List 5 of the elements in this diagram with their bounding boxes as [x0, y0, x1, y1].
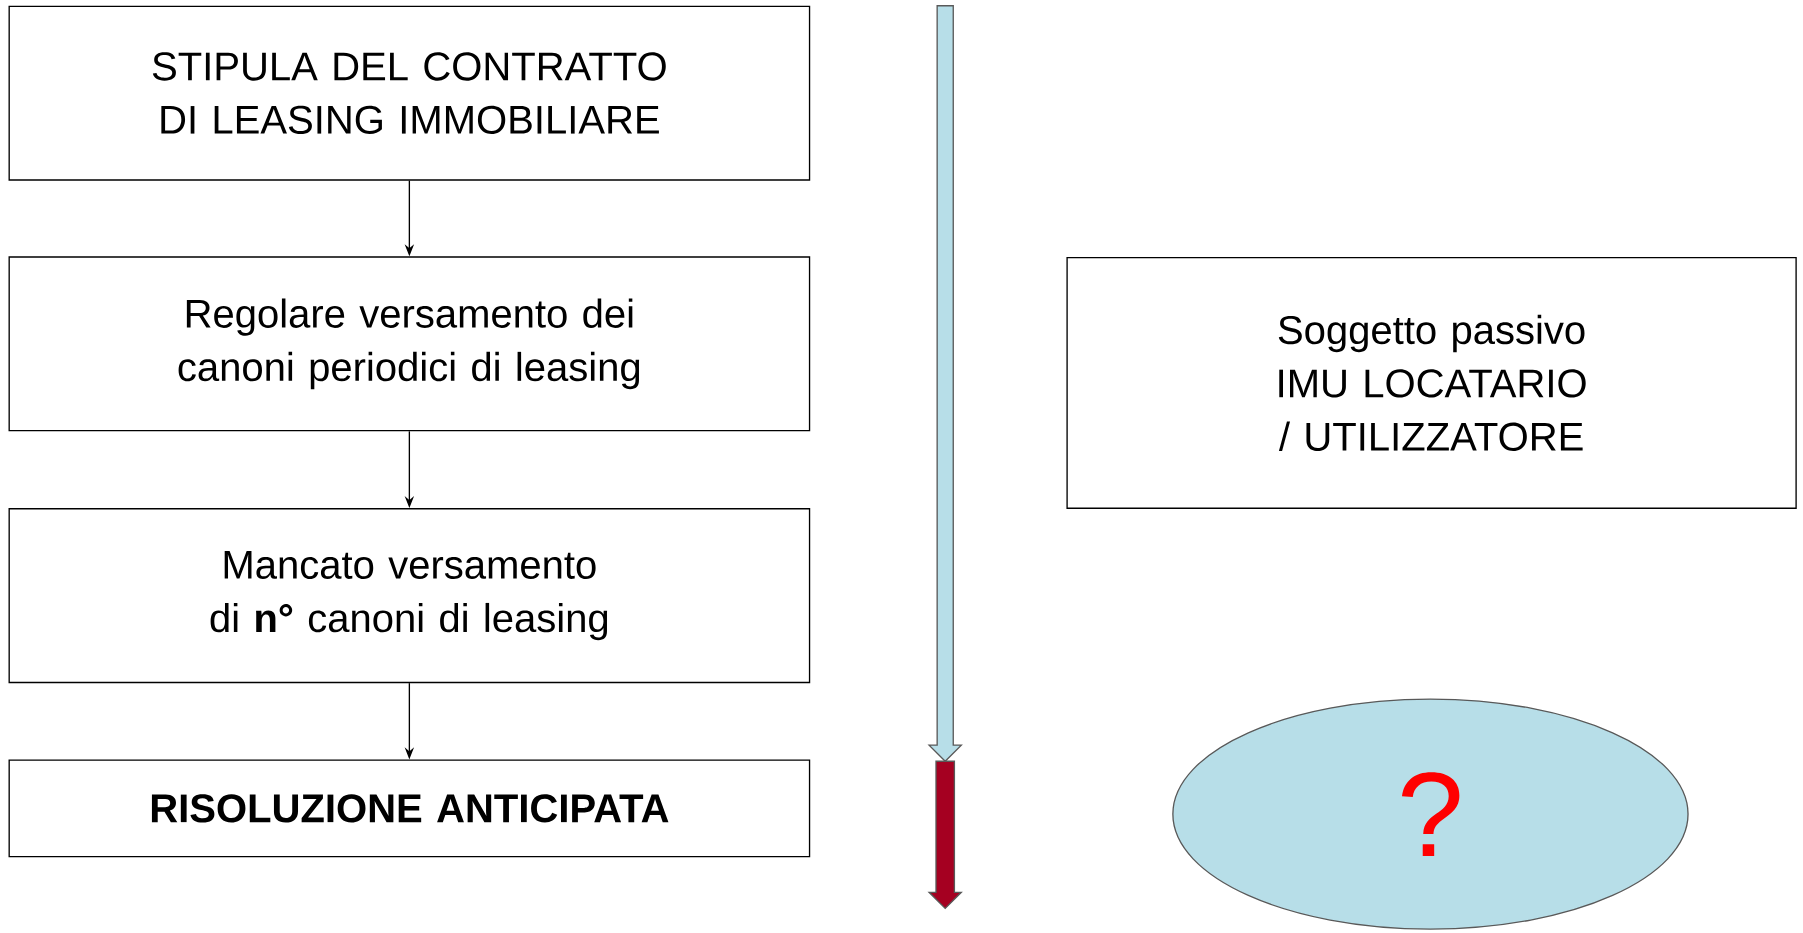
- process-box: Soggetto passivo IMU LOCATARIO / UTILIZZATORE: [1066, 257, 1797, 510]
- process-box: Mancato versamento di n° canoni di leasing: [8, 508, 811, 684]
- process-box: STIPULA DEL CONTRATTO DI LEASING IMMOBILIARE: [8, 5, 811, 181]
- process-box: Regolare versamento dei canoni periodici di leasing: [8, 256, 811, 432]
- process-box: RISOLUZIONE ANTICIPATA: [8, 759, 811, 858]
